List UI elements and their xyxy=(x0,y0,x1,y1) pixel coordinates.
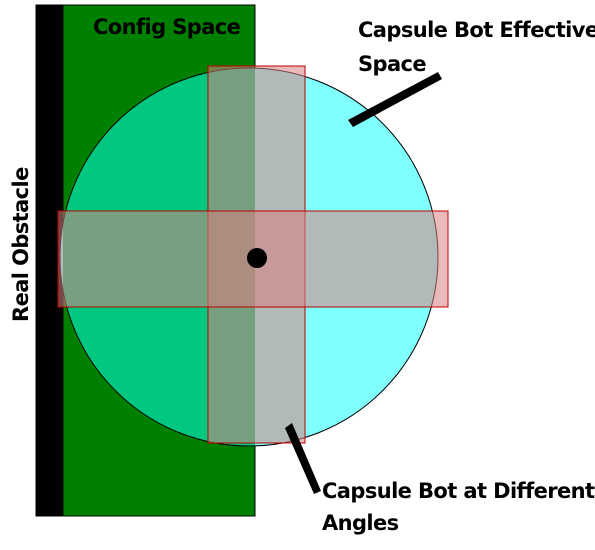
real-obstacle-label: Real Obstacle xyxy=(9,167,33,322)
capsule-angles-pointer xyxy=(285,423,321,494)
effective-space-pointer xyxy=(348,72,442,127)
effective-space-label-line1: Capsule Bot Effective xyxy=(358,18,595,42)
effective-space-label-line2: Space xyxy=(358,52,426,76)
config-space-label: Config Space xyxy=(93,15,241,39)
capsule-angles-label-line2: Angles xyxy=(322,511,399,535)
robot-center-dot xyxy=(247,248,267,268)
capsule-angles-label-line1: Capsule Bot at Different xyxy=(322,479,595,503)
